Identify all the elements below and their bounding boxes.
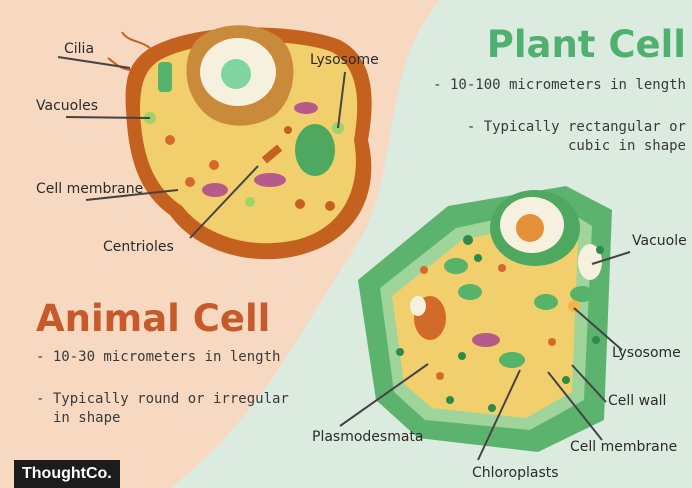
label-vacuole: Vacuole <box>632 234 687 248</box>
animal-fact-2: - Typically round or irregular <box>36 390 289 409</box>
label-cell-wall: Cell wall <box>608 394 666 408</box>
plant-fact-1: - 10-100 micrometers in length <box>433 76 686 95</box>
label-plasmodesmata: Plasmodesmata <box>312 430 424 444</box>
plant-fact-2: - Typically rectangular or <box>467 118 686 137</box>
thoughtco-logo: ThoughtCo. <box>14 460 120 488</box>
label-vacuoles: Vacuoles <box>36 99 98 113</box>
plant-cell-title: Plant Cell <box>487 26 686 63</box>
animal-fact-1: - 10-30 micrometers in length <box>36 348 280 367</box>
label-animal-cell-membrane: Cell membrane <box>36 182 143 196</box>
label-plant-lysosome: Lysosome <box>612 346 681 360</box>
label-chloroplasts: Chloroplasts <box>472 466 559 480</box>
label-centrioles: Centrioles <box>103 240 174 254</box>
plant-fact-3: cubic in shape <box>568 137 686 156</box>
label-cilia: Cilia <box>64 42 94 56</box>
label-plant-cell-membrane: Cell membrane <box>570 440 677 454</box>
animal-fact-3: in shape <box>53 409 120 428</box>
animal-cell-title: Animal Cell <box>36 300 270 337</box>
label-animal-lysosome: Lysosome <box>310 53 379 67</box>
